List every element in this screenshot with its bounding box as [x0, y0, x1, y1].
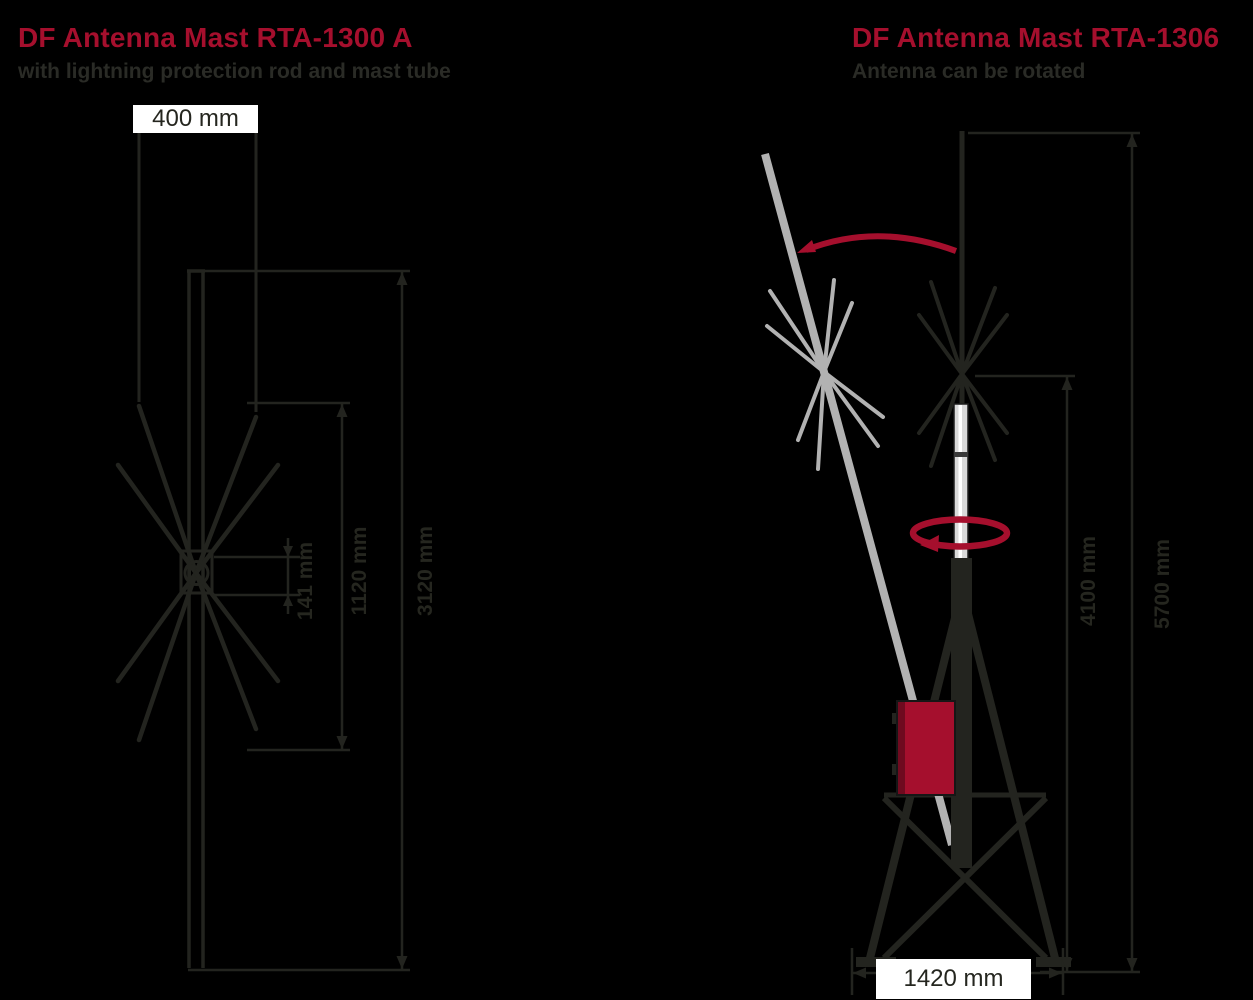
- left-mast-tube: [187, 269, 205, 968]
- left-mast-drawing: [115, 133, 410, 972]
- dim-label-1120mm: 1120 mm: [348, 526, 371, 616]
- left-antenna-elements: [115, 403, 281, 743]
- tower-right-leg: [963, 609, 1060, 963]
- dim-label-4100mm: 4100 mm: [1077, 536, 1100, 626]
- dim-label-141mm: 141 mm: [294, 541, 317, 621]
- right-mast-tube: [951, 558, 972, 868]
- right-base-ticks: [850, 948, 1065, 995]
- rotation-arc-arrowhead-icon: [797, 240, 816, 253]
- left-hub-circle: [183, 560, 210, 586]
- box-hinge-top: [892, 713, 898, 724]
- equipment-box: [896, 700, 956, 796]
- rotation-arc-arrow: [804, 233, 958, 254]
- left-antenna-hub: [179, 549, 214, 595]
- left-hub-square: [189, 565, 204, 581]
- box-hinge-bottom: [892, 764, 898, 775]
- right-diagram-subtitle: Antenna can be rotated: [852, 60, 1086, 83]
- right-antenna-elements-upright: [917, 280, 1009, 468]
- shaft-joint: [954, 452, 968, 457]
- equipment-box-edge: [898, 702, 905, 794]
- tilted-antenna-elements: [765, 278, 885, 471]
- shaft-highlight: [958, 405, 962, 559]
- right-dimension-arrows: [853, 134, 1138, 979]
- left-extension-lines-1120: [247, 401, 350, 752]
- dim-label-1420mm: 1420 mm: [876, 959, 1031, 999]
- rotation-ellipse-arrowhead-icon: [920, 535, 939, 552]
- rotation-ellipse-arrow: [909, 516, 1011, 550]
- right-diagram-title: DF Antenna Mast RTA-1306: [852, 22, 1220, 53]
- left-dimension-arrows: [283, 272, 408, 969]
- left-diagram-subtitle: with lightning protection rod and mast t…: [18, 60, 451, 83]
- tower-x-bracing: [881, 795, 1049, 961]
- dim-label-400mm: 400 mm: [133, 105, 258, 133]
- dim-label-5700mm: 5700 mm: [1151, 539, 1174, 629]
- left-diagram-title: DF Antenna Mast RTA-1300 A: [18, 22, 413, 53]
- dim-label-3120mm: 3120 mm: [414, 526, 437, 616]
- left-extension-lines-141: [214, 555, 300, 597]
- left-extension-lines-3120: [188, 269, 410, 972]
